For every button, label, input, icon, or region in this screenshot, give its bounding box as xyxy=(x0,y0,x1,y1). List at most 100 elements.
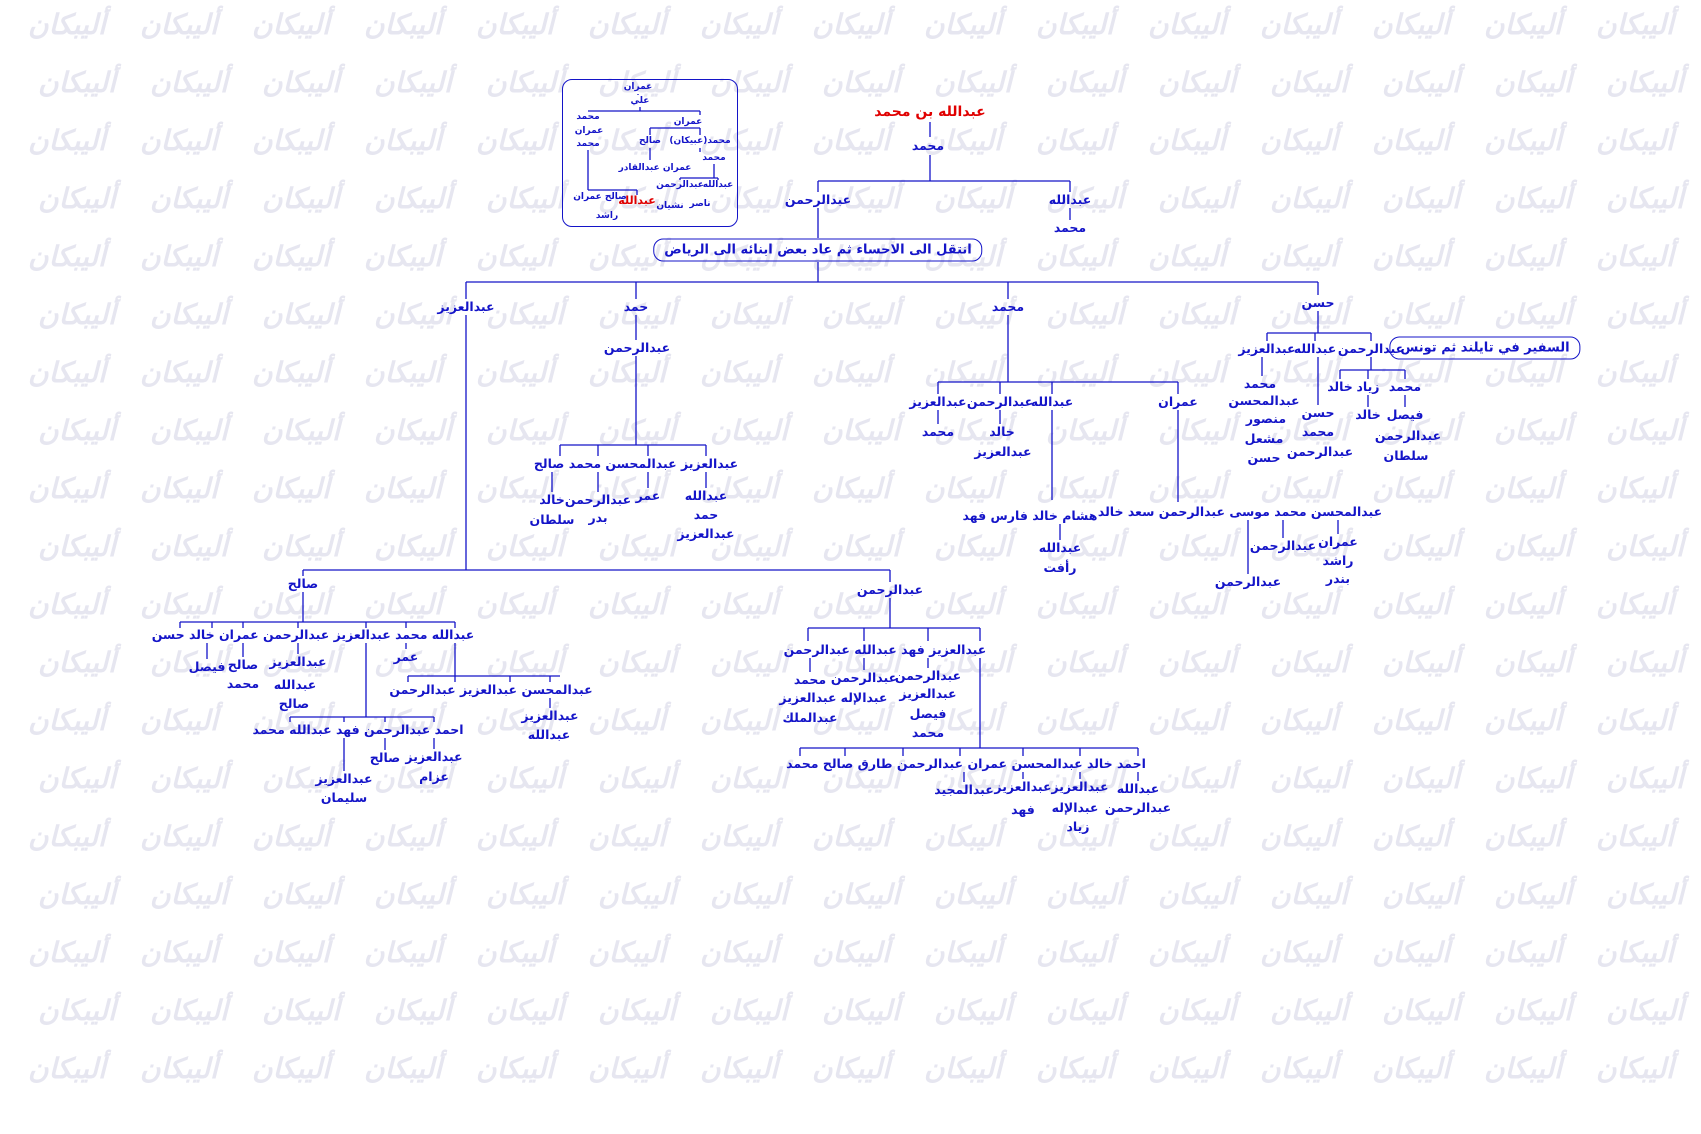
watermark-text: أليبكان xyxy=(822,182,900,215)
watermark-text: أليبكان xyxy=(1158,298,1236,331)
watermark-text: أليبكان xyxy=(150,66,228,99)
watermark-text: أليبكان xyxy=(374,762,452,795)
watermark-text: أليبكان xyxy=(1046,298,1124,331)
watermark-text: أليبكان xyxy=(924,704,1002,737)
watermark-text: أليبكان xyxy=(476,8,554,41)
watermark-text: أليبكان xyxy=(598,66,676,99)
inset-node-i13: صالح عمران xyxy=(573,192,627,202)
watermark-text: أليبكان xyxy=(1148,8,1226,41)
watermark-text: أليبكان xyxy=(1606,762,1684,795)
person-node-m-im: عمران xyxy=(1158,394,1198,409)
person-node-m-im-k2: عبدالرحمن xyxy=(1249,538,1317,553)
watermark-text: أليبكان xyxy=(1158,994,1236,1027)
person-node-a-ab-m: محمد xyxy=(1053,220,1087,235)
person-node-h-ar-k2: زياد xyxy=(1356,379,1380,394)
person-node-m-az: عبدالعزيز xyxy=(909,394,967,409)
watermark-text: أليبكان xyxy=(1148,820,1226,853)
watermark-text: أليبكان xyxy=(822,646,900,679)
watermark-text: أليبكان xyxy=(934,646,1012,679)
watermark-text: أليبكان xyxy=(1494,878,1572,911)
watermark-text: أليبكان xyxy=(150,994,228,1027)
watermark-text: أليبكان xyxy=(476,588,554,621)
person-node-m-im-row: عبدالمحسن محمد موسى عبدالرحمن سعد خالد xyxy=(1097,504,1383,519)
watermark-text: أليبكان xyxy=(598,298,676,331)
watermark-text: أليبكان xyxy=(476,936,554,969)
person-node-s-k4: فيصل xyxy=(188,659,226,674)
watermark-text: أليبكان xyxy=(700,124,778,157)
person-node-s-k2c: صالح xyxy=(278,696,310,711)
watermark-text: أليبكان xyxy=(588,820,666,853)
person-node-s-az-k2: صالح xyxy=(369,750,401,765)
watermark-text: أليبكان xyxy=(1372,240,1450,273)
watermark-text: أليبكان xyxy=(1484,1052,1562,1085)
watermark-text: أليبكان xyxy=(924,1052,1002,1085)
watermark-text: أليبكان xyxy=(598,414,676,447)
person-node-s-ab-row: عبدالمحسن عبدالعزيز عبدالرحمن xyxy=(389,682,593,697)
person-node-r-k1: محمد xyxy=(793,672,827,687)
watermark-text: أليبكان xyxy=(924,588,1002,621)
watermark-text: أليبكان xyxy=(364,1052,442,1085)
watermark-text: أليبكان xyxy=(1148,124,1226,157)
watermark-text: أليبكان xyxy=(700,704,778,737)
watermark-text: أليبكان xyxy=(1596,820,1674,853)
watermark-text: أليبكان xyxy=(924,936,1002,969)
watermark-text: أليبكان xyxy=(262,762,340,795)
watermark-text: أليبكان xyxy=(1382,762,1460,795)
watermark-text: أليبكان xyxy=(1158,66,1236,99)
watermark-text: أليبكان xyxy=(1046,530,1124,563)
watermark-text: أليبكان xyxy=(38,414,116,447)
watermark-text: أليبكان xyxy=(1606,414,1684,447)
person-node-h-az: عبدالعزيز xyxy=(1238,341,1296,356)
person-node-m-ar-k2: عبدالعزيز xyxy=(974,444,1032,459)
watermark-text: أليبكان xyxy=(812,1052,890,1085)
watermark-text: أليبكان xyxy=(252,472,330,505)
watermark-text: أليبكان xyxy=(262,646,340,679)
watermark-text: أليبكان xyxy=(28,936,106,969)
watermark-text: أليبكان xyxy=(812,8,890,41)
watermark-text: أليبكان xyxy=(252,8,330,41)
person-node-r-az-k2a: عبدالعزيز xyxy=(1051,779,1109,794)
watermark-text: أليبكان xyxy=(588,240,666,273)
person-node-h-ar-k1a: فيصل xyxy=(1386,407,1424,422)
watermark-text: أليبكان xyxy=(1372,8,1450,41)
note-migration: انتقل الى الاحساء ثم عاد بعض ابنائه الى … xyxy=(653,238,983,262)
person-node-r-az-k1a: عبدالله xyxy=(1116,781,1160,796)
inset-node-i3: محمد xyxy=(576,112,600,122)
watermark-text: أليبكان xyxy=(812,820,890,853)
watermark-text: أليبكان xyxy=(486,298,564,331)
watermark-text: أليبكان xyxy=(1382,66,1460,99)
inset-node-i10: محمد xyxy=(702,153,726,163)
watermark-text: أليبكان xyxy=(150,298,228,331)
watermark-text: أليبكان xyxy=(1046,66,1124,99)
person-node-h-az-k4: مشعل xyxy=(1244,431,1284,446)
person-node-g-hamad: حمد xyxy=(623,299,649,314)
watermark-text: أليبكان xyxy=(1036,936,1114,969)
watermark-text: أليبكان xyxy=(1484,124,1562,157)
watermark-text: أليبكان xyxy=(1046,762,1124,795)
watermark-text: أليبكان xyxy=(934,878,1012,911)
watermark-text: أليبكان xyxy=(1484,472,1562,505)
watermark-text: أليبكان xyxy=(1372,356,1450,389)
watermark-text: أليبكان xyxy=(1158,530,1236,563)
watermark-text: أليبكان xyxy=(812,936,890,969)
watermark-text: أليبكان xyxy=(28,704,106,737)
person-node-hm-k2: عمر xyxy=(635,488,661,503)
watermark-text: أليبكان xyxy=(1260,1052,1338,1085)
person-node-m-im-k3: عبدالرحمن xyxy=(1214,574,1282,589)
watermark-text: أليبكان xyxy=(1494,414,1572,447)
watermark-text: أليبكان xyxy=(1260,704,1338,737)
watermark-text: أليبكان xyxy=(1036,472,1114,505)
watermark-text: أليبكان xyxy=(1036,8,1114,41)
watermark-text: أليبكان xyxy=(1148,472,1226,505)
watermark-text: أليبكان xyxy=(812,240,890,273)
person-node-hm-k4a: خالد xyxy=(539,492,565,507)
watermark-text: أليبكان xyxy=(1596,1052,1674,1085)
watermark-text: أليبكان xyxy=(38,298,116,331)
watermark-text: أليبكان xyxy=(700,240,778,273)
watermark-text: أليبكان xyxy=(28,1052,106,1085)
watermark-text: أليبكان xyxy=(150,646,228,679)
watermark-text: أليبكان xyxy=(1596,588,1674,621)
watermark-text: أليبكان xyxy=(1036,820,1114,853)
watermark-text: أليبكان xyxy=(150,414,228,447)
watermark-text: أليبكان xyxy=(1484,356,1562,389)
